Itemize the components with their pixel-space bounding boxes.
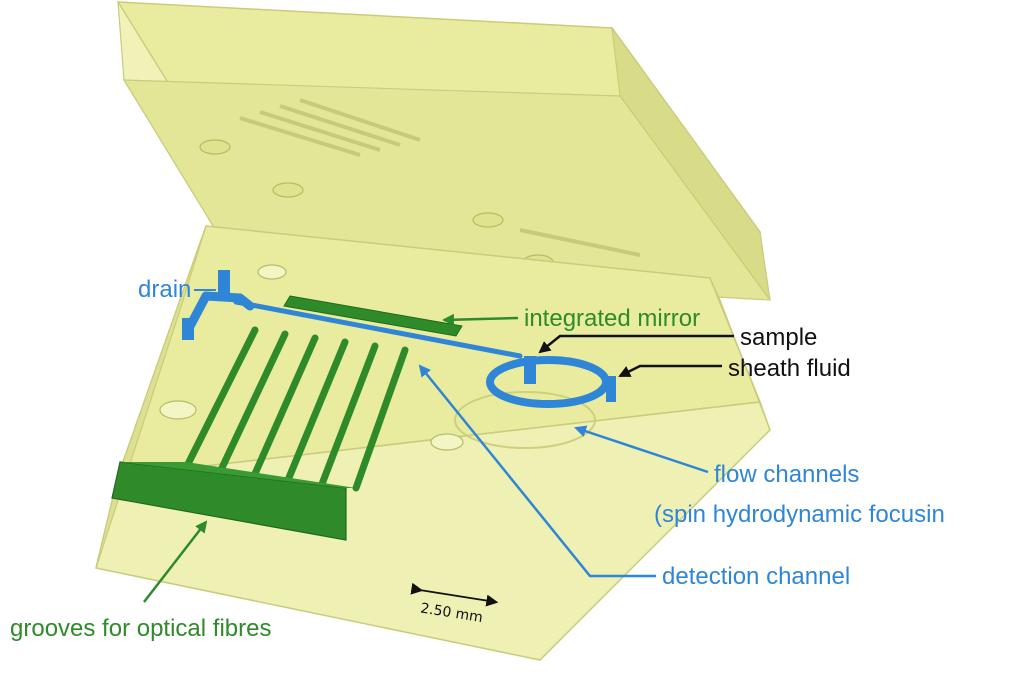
lid-post [472, 212, 504, 228]
drain-port [218, 270, 230, 300]
label-drain: drain [138, 276, 191, 303]
label-sheath-fluid: sheath fluid [728, 355, 851, 382]
lid-posts [199, 139, 554, 270]
flow-channels-arrow [574, 425, 709, 474]
fibre-groove-fan-top [120, 462, 356, 488]
sample-port [524, 356, 536, 384]
drain-left-port [182, 318, 194, 340]
sheath-fluid-port [606, 376, 616, 402]
base-holes [159, 264, 464, 451]
blue-channel-network [182, 270, 616, 408]
fibre-groove-fan-block [111, 461, 347, 541]
label-flow-channels: flow channels [714, 461, 859, 488]
fibre-groove [352, 346, 409, 492]
optical-fibre-grooves [182, 326, 409, 492]
detection-channel-leader [418, 364, 656, 578]
integrated-mirror-bar [283, 295, 463, 337]
scale-bar-line [410, 582, 499, 607]
label-spin-hydrodynamic-focusing: (spin hydrodynamic focusin [654, 501, 945, 528]
fibre-groove [182, 326, 259, 472]
sheath-fluid-arrow [618, 364, 722, 378]
label-detection-channel: detection channel [662, 563, 850, 590]
lid-ridges [239, 98, 641, 257]
lid-post [272, 182, 304, 198]
fibre-groove [318, 342, 379, 488]
base-hole [430, 433, 464, 451]
integrated-mirror-arrow [442, 313, 519, 326]
fibre-groove [216, 330, 289, 476]
sample-arrow [538, 334, 734, 354]
lid-ridge [299, 98, 421, 142]
label-integrated-mirror: integrated mirror [524, 305, 700, 332]
label-grooves-optical-fibres: grooves for optical fibres [10, 615, 271, 642]
label-sample: sample [740, 324, 817, 351]
lid-post [199, 139, 231, 155]
fibre-groove [284, 338, 349, 484]
lid-ridge [279, 104, 401, 147]
base-hole [257, 264, 287, 280]
lid-ridge [239, 116, 361, 157]
grooves-arrow [143, 520, 208, 603]
base-circular-recess [454, 391, 596, 449]
lid-ridge [259, 110, 381, 152]
base-right-face [709, 277, 771, 431]
lid-ridge [519, 228, 641, 257]
main-detection-channel [233, 299, 523, 359]
base-hole [159, 400, 197, 420]
fibre-groove [250, 334, 319, 480]
